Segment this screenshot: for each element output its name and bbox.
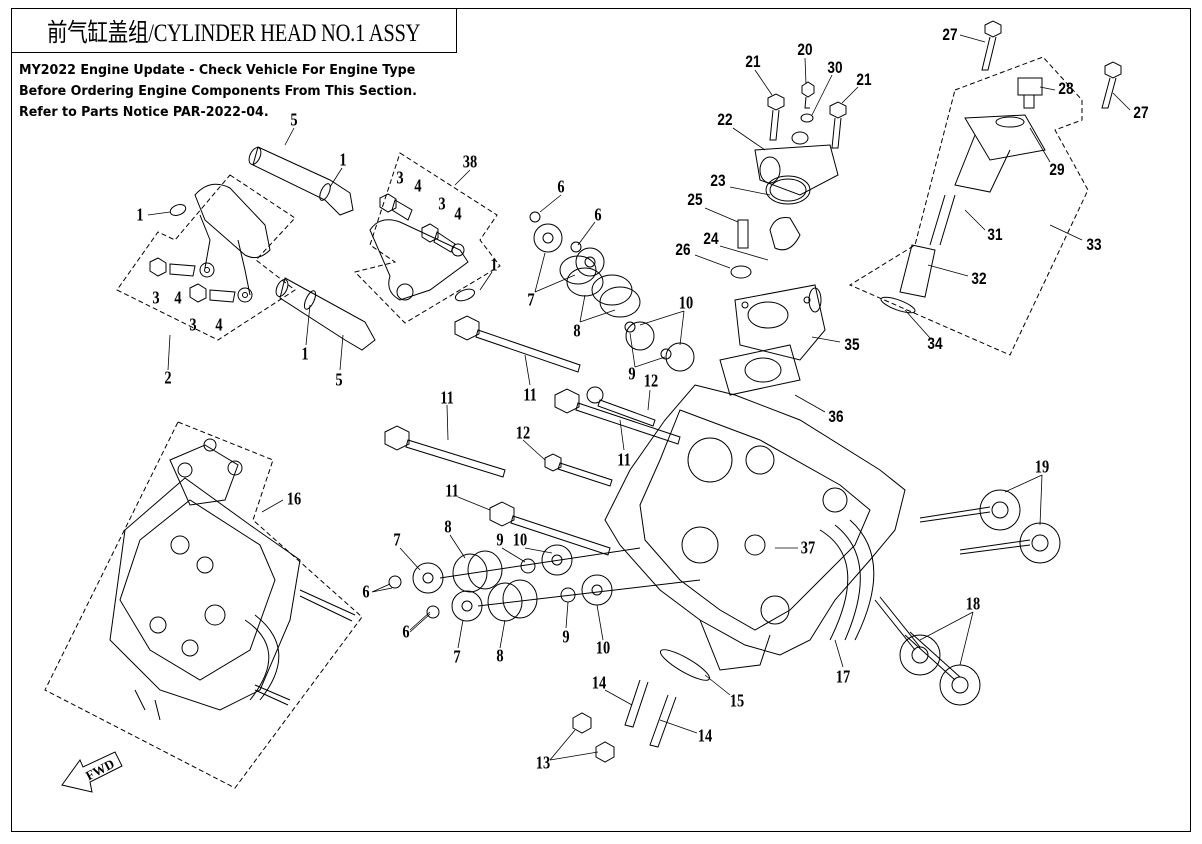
part-callout-11[interactable]: 11: [440, 387, 454, 408]
forward-arrow-icon: [61, 751, 123, 793]
part-callout-3[interactable]: 3: [438, 193, 446, 214]
callout-leader-lines: [147, 34, 1131, 761]
part-callout-6[interactable]: 6: [557, 176, 565, 197]
part-callout-38[interactable]: 38: [462, 151, 478, 172]
cam-chain-tensioner: [880, 20, 1122, 314]
part-callout-26[interactable]: 26: [675, 240, 691, 259]
part-callout-27[interactable]: 27: [942, 25, 958, 44]
part-callout-28[interactable]: 28: [1058, 79, 1074, 98]
assembled-head-illustration: [109, 438, 356, 721]
group-outline-16: [44, 421, 363, 789]
part-callout-32[interactable]: 32: [971, 269, 987, 288]
part-callout-35[interactable]: 35: [844, 335, 860, 354]
part-callout-34[interactable]: 34: [927, 334, 943, 353]
part-callout-20[interactable]: 20: [797, 40, 813, 59]
part-callout-22[interactable]: 22: [717, 110, 733, 129]
part-callout-5[interactable]: 5: [335, 369, 343, 390]
part-callout-1[interactable]: 1: [301, 343, 309, 364]
part-callout-8[interactable]: 8: [444, 516, 452, 537]
page-title: 前气缸盖组/CYLINDER HEAD NO.1 ASSY: [11, 8, 457, 53]
rocker-arm-right: [369, 193, 476, 302]
part-callout-1[interactable]: 1: [136, 204, 144, 225]
part-callout-11[interactable]: 11: [617, 449, 631, 470]
thermostat-housing: [719, 131, 839, 396]
cylinder-head-main: [604, 384, 906, 671]
part-callout-29[interactable]: 29: [1049, 160, 1065, 179]
part-callout-21[interactable]: 21: [745, 52, 761, 71]
part-callout-10[interactable]: 10: [678, 292, 694, 313]
part-callout-1[interactable]: 1: [339, 149, 347, 170]
part-callout-8[interactable]: 8: [496, 645, 504, 666]
part-callout-17[interactable]: 17: [835, 666, 851, 687]
part-callout-4[interactable]: 4: [454, 203, 462, 224]
part-callout-12[interactable]: 12: [643, 370, 659, 391]
part-callout-14[interactable]: 14: [697, 725, 713, 746]
part-callout-12[interactable]: 12: [515, 422, 531, 443]
part-callout-31[interactable]: 31: [987, 225, 1003, 244]
notice-line: MY2022 Engine Update - Check Vehicle For…: [19, 62, 416, 78]
part-callout-25[interactable]: 25: [687, 190, 703, 209]
studs-and-nuts: [572, 649, 710, 763]
part-callout-3[interactable]: 3: [189, 314, 197, 335]
cover-bolts: [767, 81, 847, 149]
page-title-text: 前气缸盖组/CYLINDER HEAD NO.1 ASSY: [47, 19, 421, 47]
part-callout-1[interactable]: 1: [490, 254, 498, 275]
part-callout-7[interactable]: 7: [453, 646, 461, 667]
part-callout-21[interactable]: 21: [856, 70, 872, 89]
part-callout-33[interactable]: 33: [1086, 235, 1102, 254]
part-callout-3[interactable]: 3: [396, 167, 404, 188]
assembly-group-outlines: [44, 56, 1089, 789]
part-callout-7[interactable]: 7: [393, 529, 401, 550]
part-callout-9[interactable]: 9: [562, 626, 570, 647]
part-callout-30[interactable]: 30: [827, 58, 843, 77]
part-callout-23[interactable]: 23: [710, 171, 726, 190]
valve-springs-upper: [529, 211, 695, 372]
notice-line: Refer to Parts Notice PAR-2022-04.: [19, 104, 269, 120]
part-callout-18[interactable]: 18: [965, 593, 981, 614]
head-bolts: [384, 315, 681, 556]
part-callout-6[interactable]: 6: [362, 581, 370, 602]
part-callout-11[interactable]: 11: [523, 384, 537, 405]
part-callout-11[interactable]: 11: [445, 480, 459, 501]
group-outline-2: [116, 174, 296, 341]
group-outline-33: [848, 56, 1089, 356]
part-callout-6[interactable]: 6: [402, 621, 410, 642]
part-callout-16[interactable]: 16: [286, 488, 302, 509]
rocker-shaft-upper: [248, 146, 354, 216]
part-callout-24[interactable]: 24: [703, 229, 719, 248]
part-callout-13[interactable]: 13: [535, 752, 551, 773]
valve-springs-lower: [388, 544, 701, 622]
part-callout-9[interactable]: 9: [628, 363, 636, 384]
group-outline-38: [354, 152, 501, 324]
part-callout-5[interactable]: 5: [290, 109, 298, 130]
engine-update-notice: MY2022 Engine Update - Check Vehicle For…: [19, 60, 447, 123]
part-callout-36[interactable]: 36: [828, 407, 844, 426]
part-callout-27[interactable]: 27: [1133, 103, 1149, 122]
part-callout-8[interactable]: 8: [573, 320, 581, 341]
part-callout-37[interactable]: 37: [800, 537, 816, 558]
part-callout-4[interactable]: 4: [414, 175, 422, 196]
part-callout-3[interactable]: 3: [152, 287, 160, 308]
notice-line: Before Ordering Engine Components From T…: [19, 83, 417, 99]
part-callout-14[interactable]: 14: [591, 672, 607, 693]
part-callout-2[interactable]: 2: [164, 367, 172, 388]
part-callout-7[interactable]: 7: [527, 289, 535, 310]
part-callout-4[interactable]: 4: [215, 314, 223, 335]
part-callout-10[interactable]: 10: [595, 637, 611, 658]
part-callout-6[interactable]: 6: [594, 204, 602, 225]
part-callout-9[interactable]: 9: [496, 529, 504, 550]
part-callout-10[interactable]: 10: [512, 529, 528, 550]
diagram-frame: [11, 8, 1191, 832]
part-callout-19[interactable]: 19: [1034, 456, 1050, 477]
rocker-arm-left: [149, 183, 271, 303]
part-callout-15[interactable]: 15: [729, 690, 745, 711]
part-callout-4[interactable]: 4: [174, 287, 182, 308]
rocker-shaft-lower: [275, 277, 376, 351]
